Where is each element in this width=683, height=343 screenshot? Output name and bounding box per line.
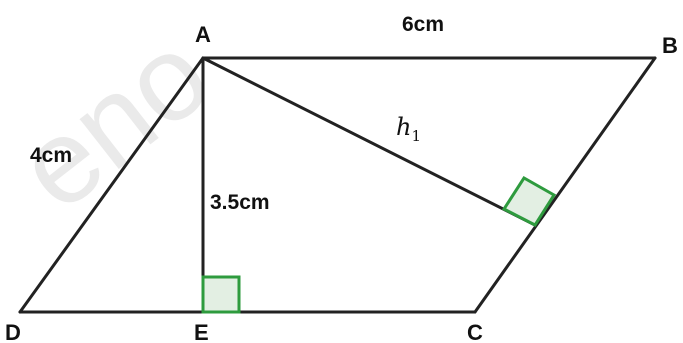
vertex-label-c: C — [467, 320, 483, 343]
height-label-main: h — [396, 113, 411, 141]
edge-da — [18, 56, 205, 314]
right-angle-marker-e — [201, 275, 241, 314]
vertex-label-d: D — [5, 320, 21, 343]
height-label-h1: h1 — [396, 113, 421, 145]
length-label-ad: 4cm — [30, 144, 72, 167]
edge-bc — [473, 56, 657, 314]
vertex-label-b: B — [662, 33, 678, 58]
right-angle-marker-h1 — [501, 175, 557, 227]
length-label-ae: 3.5cm — [210, 191, 270, 214]
length-label-ab: 6cm — [402, 13, 444, 36]
vertex-label-a: A — [195, 22, 211, 47]
vertex-label-e: E — [194, 320, 209, 343]
height-label-sub: 1 — [411, 127, 421, 145]
height-h1 — [201, 56, 537, 227]
